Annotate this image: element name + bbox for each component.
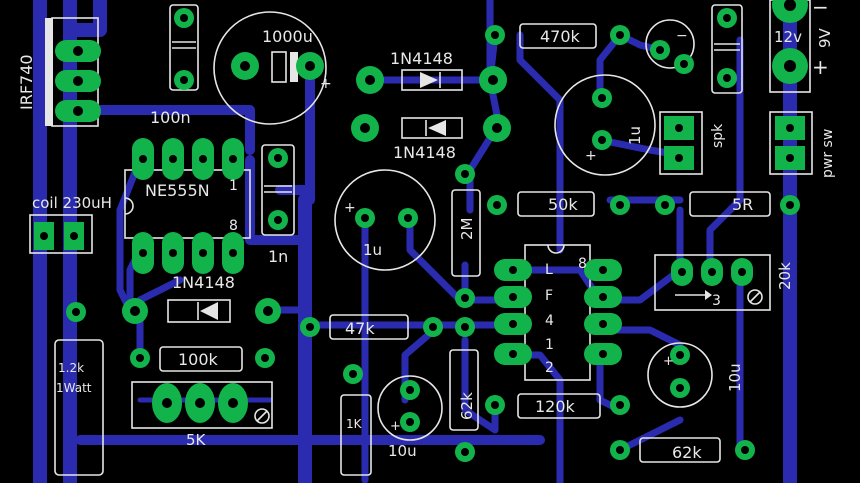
label-1k: 1K	[346, 417, 363, 431]
label-12v: 12v	[774, 28, 802, 46]
label-plus-1000u: +	[320, 76, 332, 92]
label-ic2-2: 2	[545, 360, 554, 376]
label-spk: spk	[710, 123, 726, 148]
label-ic2-f: F	[545, 288, 553, 304]
label-irf740: IRF740	[17, 54, 36, 110]
pad-irf740-1	[55, 40, 101, 62]
label-5r: 5R	[732, 195, 753, 214]
pad-irf740-2	[55, 70, 101, 92]
label-1000u: 1000u	[262, 27, 313, 46]
label-9v: 9V	[816, 27, 834, 48]
label-100k: 100k	[178, 350, 219, 369]
label-pwr-sw: pwr sw	[820, 129, 836, 178]
label-62k-vertical: 62k	[458, 392, 476, 420]
label-plus-10u-mid: +	[390, 419, 401, 434]
label-ic2-1: 1	[545, 337, 554, 353]
label-1-2k: 1.2k	[58, 361, 84, 375]
label-ic2-8: 8	[578, 256, 587, 272]
label-trimmer-3: 3	[712, 293, 721, 309]
label-2m: 2M	[458, 218, 476, 241]
component-labels: IRF740 1000u 1N4148 1N4148 470k 12v 9V +…	[17, 0, 836, 462]
label-minus-power: −	[812, 0, 829, 19]
label-1u-right: 1u	[626, 126, 644, 145]
label-d2: 1N4148	[393, 143, 456, 162]
label-plus-1u-right: +	[585, 148, 597, 164]
label-20k: 20k	[776, 262, 794, 290]
label-pin1: 1	[229, 178, 238, 194]
label-ic2-4: 4	[545, 313, 554, 329]
label-plus-10u-right: +	[663, 354, 674, 369]
label-1u-left: 1u	[363, 241, 382, 259]
pad-irf740-3	[55, 100, 101, 122]
label-pin8: 8	[229, 218, 238, 234]
label-d3: 1N4148	[172, 273, 235, 292]
silkscreen	[29, 0, 813, 476]
label-1n: 1n	[268, 247, 288, 266]
pads	[34, 0, 808, 462]
label-d1: 1N4148	[390, 49, 453, 68]
label-120k: 120k	[535, 397, 576, 416]
label-10u-mid: 10u	[388, 442, 417, 460]
label-470k: 470k	[540, 27, 581, 46]
label-ic2-l: L	[545, 262, 553, 278]
label-plus-1u-left: +	[344, 200, 356, 216]
label-coil: coil 230uH	[32, 194, 112, 212]
label-minus-top-cap: −	[676, 28, 688, 44]
label-1watt: 1Watt	[56, 381, 92, 395]
label-10u-right: 10u	[726, 363, 744, 392]
label-50k: 50k	[548, 195, 578, 214]
label-100n: 100n	[150, 108, 191, 127]
label-ne555n: NE555N	[145, 181, 210, 200]
label-5k: 5K	[186, 431, 207, 449]
label-62k-bottom: 62k	[672, 443, 702, 462]
copper-traces	[33, 0, 797, 483]
label-plus-power: +	[812, 55, 829, 79]
label-47k: 47k	[345, 319, 375, 338]
